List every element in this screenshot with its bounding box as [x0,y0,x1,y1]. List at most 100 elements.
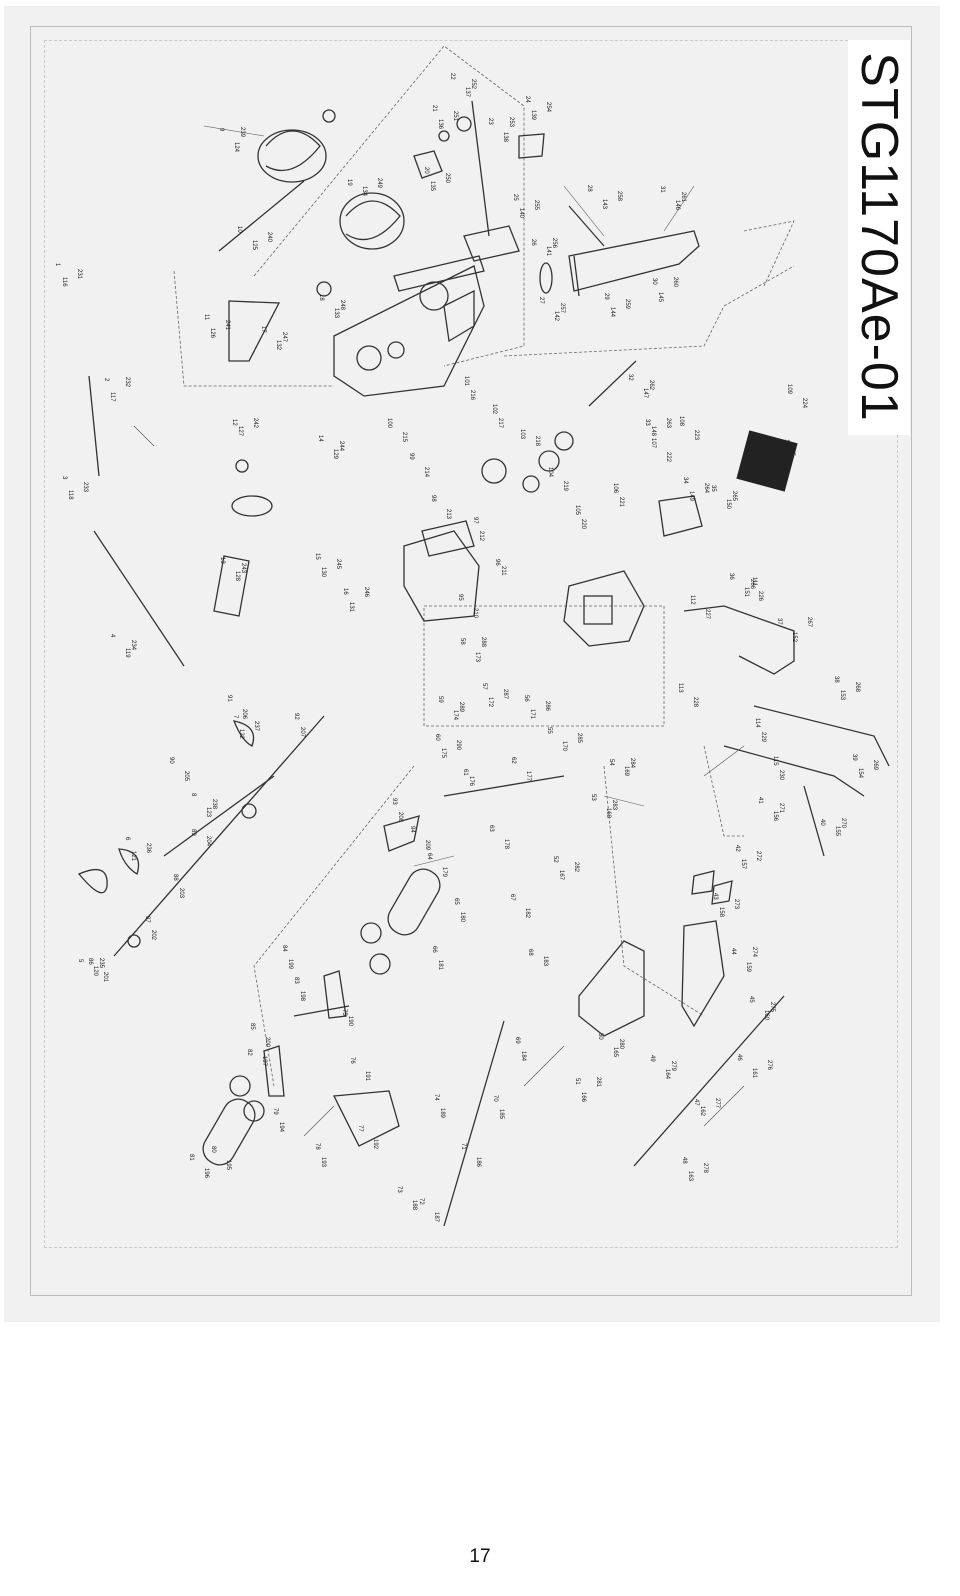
part-callout-174: 174 [452,710,458,721]
part-callout-204: 204 [205,836,211,847]
part-callout-115: 115 [772,756,778,766]
part-callout-39: 39 [851,754,857,761]
part-callout-40: 40 [819,819,825,826]
part-callout-62: 62 [510,757,516,764]
part-callout-226: 226 [757,591,763,602]
part-callout-7: 7 [232,715,238,719]
auger-housing [333,255,485,397]
part-callout-16: 16 [342,588,348,595]
drawing-inner-border [44,40,898,1248]
part-callout-221: 221 [618,497,624,508]
part-callout-240: 240 [266,232,272,243]
part-callout-231: 231 [76,269,82,280]
part-callout-3: 3 [61,476,67,480]
part-callout-74: 74 [433,1094,439,1101]
part-callout-29: 29 [603,293,609,300]
part-callout-106: 106 [612,483,618,494]
part-callout-140: 140 [518,208,524,219]
part-callout-248: 248 [339,300,345,311]
part-callout-103: 103 [519,429,525,440]
part-callout-48: 48 [681,1157,687,1164]
part-callout-47: 47 [693,1099,699,1106]
part-callout-187: 187 [433,1212,439,1223]
part-callout-104: 104 [547,467,553,478]
part-callout-109: 109 [786,384,792,395]
part-callout-145: 145 [657,292,663,303]
part-callout-13: 13 [219,557,225,564]
part-callout-31: 31 [659,186,665,193]
part-callout-75: 75 [341,1009,347,1016]
part-callout-246: 246 [363,587,369,598]
discharge-chute [539,205,795,297]
part-callout-112: 112 [689,595,695,605]
part-callout-58: 58 [459,638,465,645]
part-callout-247: 247 [281,332,287,343]
part-callout-268: 268 [854,682,860,693]
part-callout-17: 17 [260,326,266,333]
part-callout-83: 83 [293,977,299,984]
part-callout-28: 28 [586,185,592,192]
part-callout-51: 51 [574,1078,580,1085]
part-callout-275: 275 [769,1002,775,1013]
scanned-drawing-sheet [4,6,940,1322]
part-callout-159: 159 [745,962,751,973]
part-callout-166: 166 [580,1092,586,1103]
main-frame [213,300,480,622]
part-callout-99: 99 [408,453,414,460]
part-callout-95: 95 [457,594,463,601]
part-callout-183: 183 [542,956,548,967]
part-callout-4: 4 [109,634,115,638]
part-callout-235: 235 [98,958,104,969]
part-callout-107: 107 [650,438,656,449]
part-callout-284: 284 [629,758,635,769]
part-callout-201: 201 [102,972,108,983]
part-callout-259: 259 [624,299,630,310]
callout-labels: 1234567891011121314151617181920212223242… [54,73,878,1223]
part-callout-141: 141 [545,246,551,257]
part-callout-142: 142 [553,311,559,322]
part-callout-222: 222 [665,452,671,463]
part-callout-73: 73 [396,1186,402,1193]
part-callout-239: 239 [239,127,245,138]
part-callout-134: 134 [361,186,367,197]
part-callout-188: 188 [411,1200,417,1211]
part-callout-200: 200 [264,1037,270,1048]
part-callout-41: 41 [757,797,763,804]
part-callout-137: 137 [464,87,470,98]
part-callout-270: 270 [840,818,846,829]
part-callout-20: 20 [423,167,429,174]
part-callout-155: 155 [834,826,840,837]
part-callout-100: 100 [386,418,392,429]
part-callout-42: 42 [734,845,740,852]
part-callout-150: 150 [725,499,731,510]
part-callout-245: 245 [335,559,341,570]
part-callout-253: 253 [508,117,514,128]
part-callout-161: 161 [751,1068,757,1079]
part-callout-285: 285 [576,733,582,744]
part-callout-81: 81 [188,1154,194,1161]
part-callout-254: 254 [545,102,551,113]
part-callout-11: 11 [203,314,209,321]
part-callout-193: 193 [320,1157,326,1168]
pulley-assembly [231,360,637,517]
part-callout-241: 241 [224,320,230,331]
part-callout-8: 8 [190,793,196,797]
part-callout-1: 1 [54,263,60,267]
part-callout-101: 101 [463,376,469,387]
part-callout-68: 68 [527,949,533,956]
part-callout-173: 173 [474,652,480,663]
auger-assembly [218,109,405,297]
part-callout-151: 151 [743,587,749,598]
part-callout-93: 93 [391,798,397,805]
part-callout-117: 117 [109,392,115,402]
part-callout-89: 89 [190,829,196,836]
part-callout-67: 67 [509,894,515,901]
part-callout-154: 154 [857,768,863,779]
part-callout-213: 213 [445,509,451,520]
part-callout-236: 236 [145,843,151,854]
part-callout-278: 278 [702,1163,708,1174]
part-callout-136: 136 [437,119,443,130]
part-callout-289: 289 [458,702,464,713]
exploded-parts-diagram: 1234567891011121314151617181920212223242… [54,45,890,1227]
part-callout-234: 234 [130,640,136,651]
